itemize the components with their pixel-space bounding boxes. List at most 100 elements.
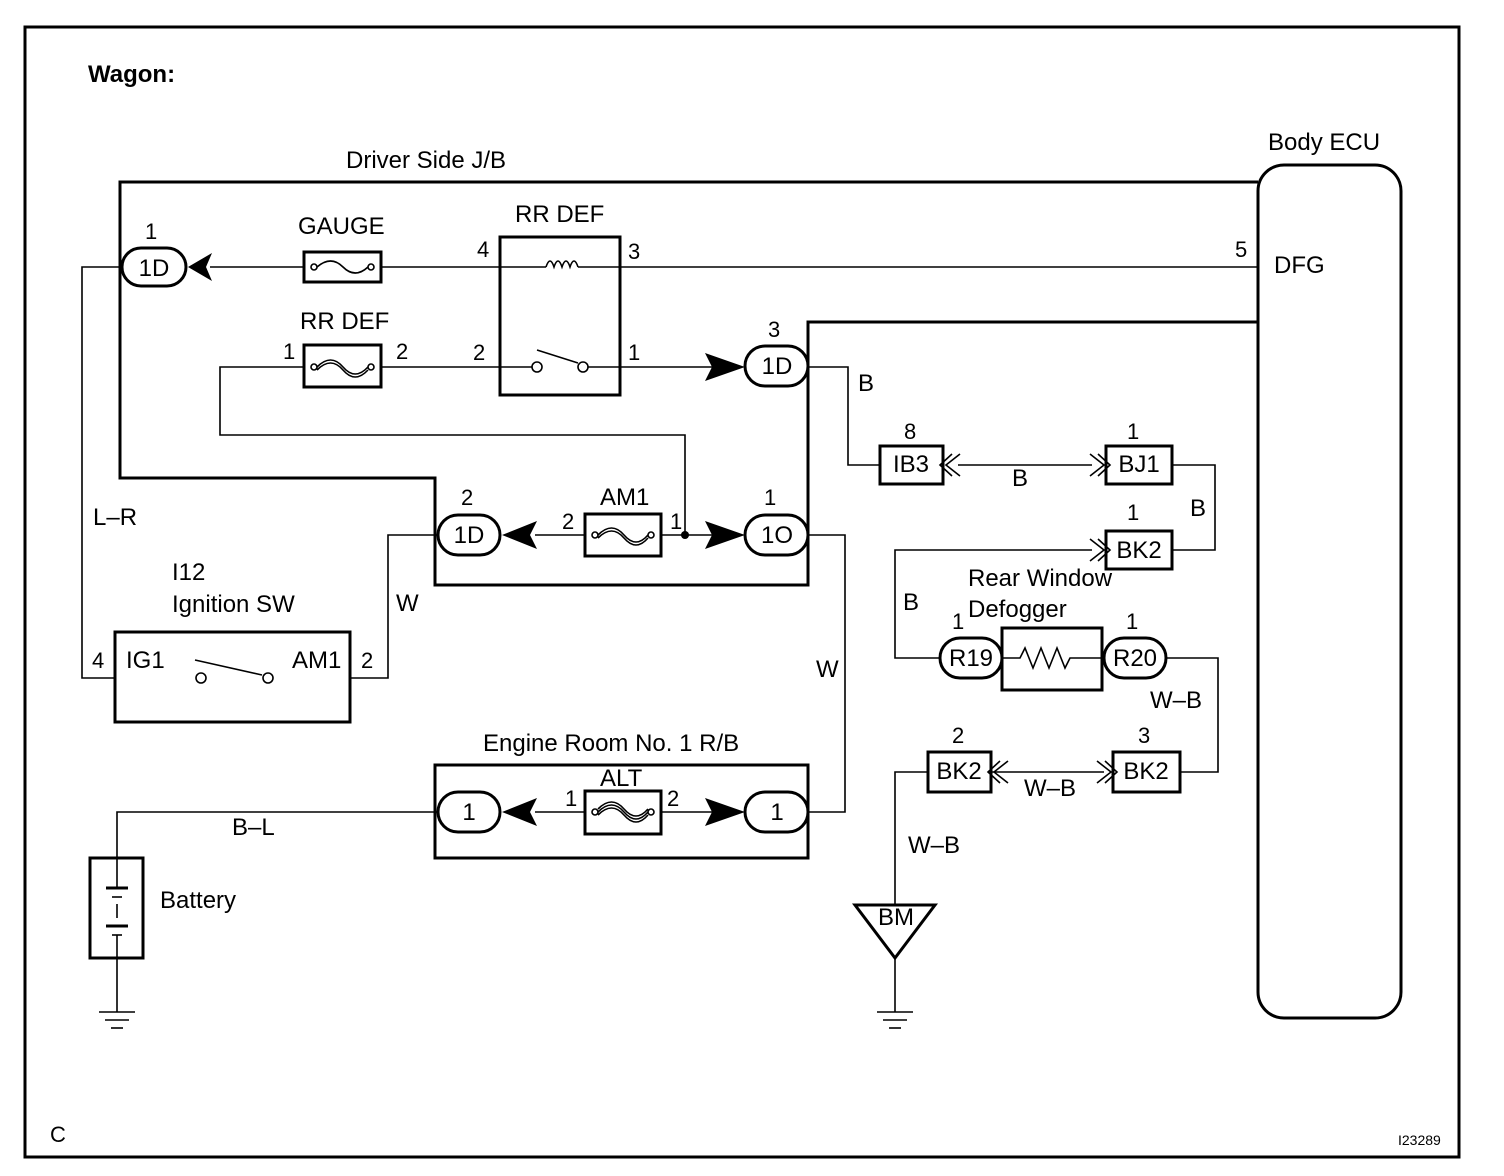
ignition-label: Ignition SW — [172, 591, 295, 618]
arrow-ib3 — [938, 453, 961, 477]
connector-ib3 — [878, 444, 945, 486]
wire-color-b-ib3: B — [1012, 465, 1028, 492]
relay-coil-icon — [500, 260, 620, 270]
connector-r20 — [1102, 636, 1168, 680]
connector-1o-name: 1O — [761, 522, 793, 549]
connector-1d-top-name: 1D — [139, 255, 170, 282]
body-ecu-box — [1256, 163, 1403, 1020]
ground-bm-icon — [851, 903, 939, 1029]
connector-r20-name: R20 — [1113, 645, 1157, 672]
engine-room-connector-left — [436, 790, 502, 834]
connector-ib3-pin: 8 — [904, 419, 916, 444]
connector-bj1 — [1104, 444, 1174, 486]
am1-fuse-pin-b: 1 — [670, 509, 682, 534]
connector-bk2-right — [1111, 750, 1182, 794]
connector-bj1-name: BJ1 — [1118, 451, 1159, 478]
ignition-right-pin: 2 — [361, 648, 373, 673]
splice-junction — [681, 531, 689, 539]
connector-1d-low — [436, 513, 502, 557]
connector-1d-low-pin: 2 — [461, 485, 473, 510]
arrow-1o — [705, 521, 745, 549]
ignition-switch-box — [113, 630, 352, 724]
wire-color-b-1d: B — [858, 370, 874, 397]
rr-def-fuse-label: RR DEF — [300, 308, 389, 335]
gauge-fuse — [302, 250, 383, 284]
relay-contact-icon — [500, 349, 620, 373]
wire-color-w-er: W — [816, 656, 839, 683]
arrow-bj1 — [1089, 453, 1112, 477]
engine-room-connector-right-name: 1 — [770, 799, 783, 826]
battery-label: Battery — [160, 887, 236, 914]
wire-color-wb-ground: W–B — [908, 832, 960, 859]
wires — [81, 266, 1258, 1012]
ignition-switch-contact-icon — [194, 659, 274, 684]
wire-color-wb-bk2: W–B — [1024, 775, 1076, 802]
am1-fuse — [583, 512, 663, 558]
arrow-er-right — [705, 798, 745, 826]
ignition-id: I12 — [172, 559, 205, 586]
connector-1d-mid-pin: 3 — [768, 317, 780, 342]
connector-r19-pin: 1 — [952, 609, 964, 634]
engine-room-connector-left-name: 1 — [462, 799, 475, 826]
ground-bm-label: BM — [878, 904, 914, 931]
connector-1d-top-pin: 1 — [145, 219, 157, 244]
rr-def-relay — [498, 235, 622, 397]
outer-frame — [23, 25, 1461, 1159]
arrow-er-left — [502, 798, 537, 826]
connector-1o-pin: 1 — [764, 485, 776, 510]
am1-fuse-pin-a: 2 — [562, 509, 574, 534]
connector-r19-name: R19 — [949, 645, 993, 672]
connector-bk2-left — [926, 750, 993, 794]
ignition-left-terminal: IG1 — [126, 647, 165, 674]
alt-fuse-pin-b: 2 — [667, 786, 679, 811]
connector-1d-mid — [743, 344, 810, 388]
figure-id: I23289 — [1398, 1132, 1441, 1148]
gauge-fuse-label: GAUGE — [298, 213, 385, 240]
connector-bk2-left-pin: 2 — [952, 723, 964, 748]
arrow-bk2-right — [1096, 760, 1119, 784]
driver-jb-boundary — [118, 180, 1258, 587]
connector-1d-low-name: 1D — [454, 522, 485, 549]
ignition-right-terminal: AM1 — [292, 647, 341, 674]
battery-cell-icon — [106, 858, 128, 958]
connector-r20-pin: 1 — [1126, 609, 1138, 634]
alt-fuse-label: ALT — [600, 765, 643, 792]
ignition-left-pin: 4 — [92, 648, 104, 673]
connector-bk2-left-name: BK2 — [936, 758, 981, 785]
arrow-1d-top — [188, 253, 212, 281]
battery-ground-icon — [99, 1011, 135, 1029]
relay-pin-4: 4 — [477, 237, 489, 262]
alt-fuse — [583, 789, 663, 836]
wire-color-b-r19: B — [903, 589, 919, 616]
wire-color-lr: L–R — [93, 504, 137, 531]
rr-def-fuse-pin-b: 2 — [396, 339, 408, 364]
wire-color-bl: B–L — [232, 814, 275, 841]
connector-bk2-right-pin: 3 — [1138, 723, 1150, 748]
wire-color-wb-r20: W–B — [1150, 687, 1202, 714]
rr-def-fuse — [302, 343, 383, 389]
arrow-bk2-top — [1089, 538, 1112, 562]
engine-room-label: Engine Room No. 1 R/B — [483, 730, 739, 757]
arrow-bk2-left — [986, 760, 1009, 784]
arrow-1d-low — [502, 521, 537, 549]
defogger-label-line2: Defogger — [968, 596, 1067, 623]
connector-bj1-pin: 1 — [1127, 419, 1139, 444]
am1-fuse-label: AM1 — [600, 484, 649, 511]
connector-bk2-top — [1104, 529, 1174, 571]
connector-bk2-top-pin: 1 — [1127, 500, 1139, 525]
connector-bk2-top-name: BK2 — [1116, 537, 1161, 564]
relay-pin-3: 3 — [628, 239, 640, 264]
alt-fuse-pin-a: 1 — [565, 786, 577, 811]
section-label: Wagon: — [88, 61, 175, 88]
driver-jb-label: Driver Side J/B — [346, 147, 506, 174]
wire-color-w-ign: W — [396, 590, 419, 617]
rr-def-fuse-pin-a: 1 — [283, 339, 295, 364]
relay-pin-1: 1 — [628, 340, 640, 365]
corner-letter: C — [50, 1122, 66, 1147]
body-ecu-terminal: DFG — [1274, 252, 1325, 279]
defogger-label-line1: Rear Window — [968, 565, 1113, 592]
relay-label: RR DEF — [515, 201, 604, 228]
connector-1d-top — [120, 246, 188, 288]
body-ecu-label: Body ECU — [1268, 129, 1380, 156]
